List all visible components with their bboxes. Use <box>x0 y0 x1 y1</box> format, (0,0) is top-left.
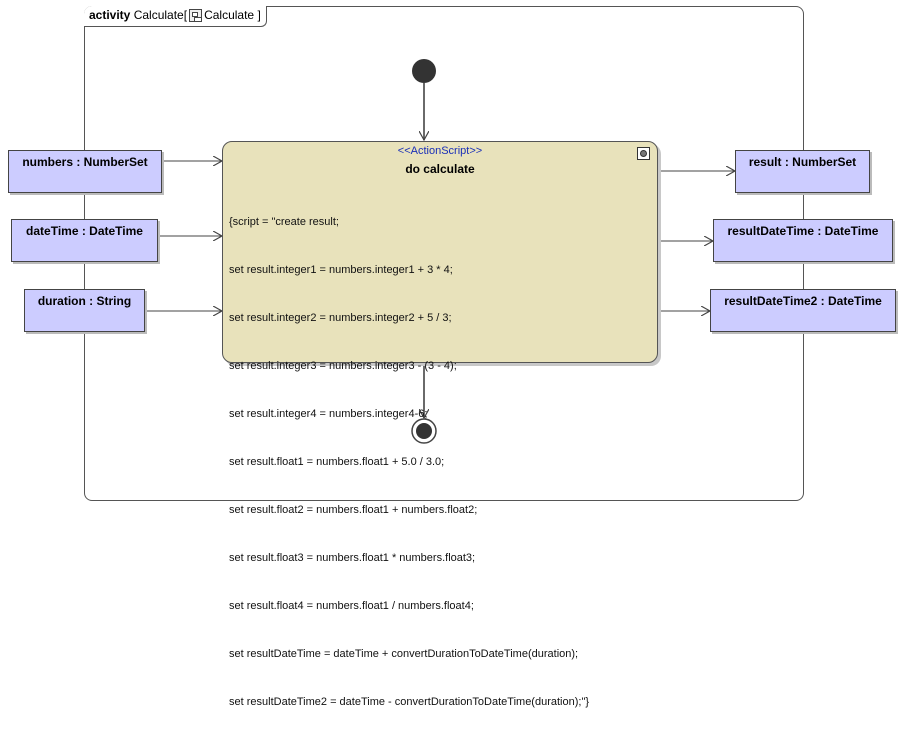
frame-keyword: activity <box>89 8 131 22</box>
script-line: set result.integer4 = numbers.integer4-6… <box>229 408 428 420</box>
frame-tab-name: Calculate ] <box>204 8 261 22</box>
output-pin-resultdatetime2[interactable]: resultDateTime2 : DateTime <box>710 289 896 332</box>
script-line: set result.float2 = numbers.float1 + num… <box>229 504 478 516</box>
script-line: set result.float3 = numbers.float1 * num… <box>229 552 476 564</box>
output-pin-result[interactable]: result : NumberSet <box>735 150 870 193</box>
script-line: set result.integer2 = numbers.integer2 +… <box>229 312 452 324</box>
script-line: set result.float1 = numbers.float1 + 5.0… <box>229 456 445 468</box>
script-line: set result.float4 = numbers.float1 / num… <box>229 600 474 612</box>
action-do-calculate[interactable]: <<ActionScript>> do calculate {script = … <box>222 141 658 708</box>
input-pin-duration[interactable]: duration : String <box>24 289 145 332</box>
script-line: {script = "create result; <box>229 216 339 228</box>
frame-name: Calculate[ <box>133 8 188 22</box>
input-pin-datetime[interactable]: dateTime : DateTime <box>11 219 158 262</box>
activity-icon <box>189 9 203 22</box>
edges-layer <box>145 59 908 444</box>
script-line: set result.integer3 = numbers.integer3 -… <box>229 360 457 372</box>
action-stereotype: <<ActionScript>> <box>397 145 483 157</box>
final-node-inner <box>416 423 432 439</box>
action-script: {script = "create result; set result.int… <box>229 182 589 742</box>
output-pin-resultdatetime[interactable]: resultDateTime : DateTime <box>713 219 893 262</box>
frame-header: activity Calculate[ Calculate ] <box>84 6 267 27</box>
input-pin-numbers[interactable]: numbers : NumberSet <box>8 150 162 193</box>
script-line: set resultDateTime = dateTime + convertD… <box>229 648 579 660</box>
action-name: do calculate <box>405 162 475 176</box>
script-icon <box>637 147 650 160</box>
script-line: set result.integer1 = numbers.integer1 +… <box>229 264 453 276</box>
initial-node[interactable] <box>412 59 436 83</box>
script-line: set resultDateTime2 = dateTime - convert… <box>229 696 590 708</box>
